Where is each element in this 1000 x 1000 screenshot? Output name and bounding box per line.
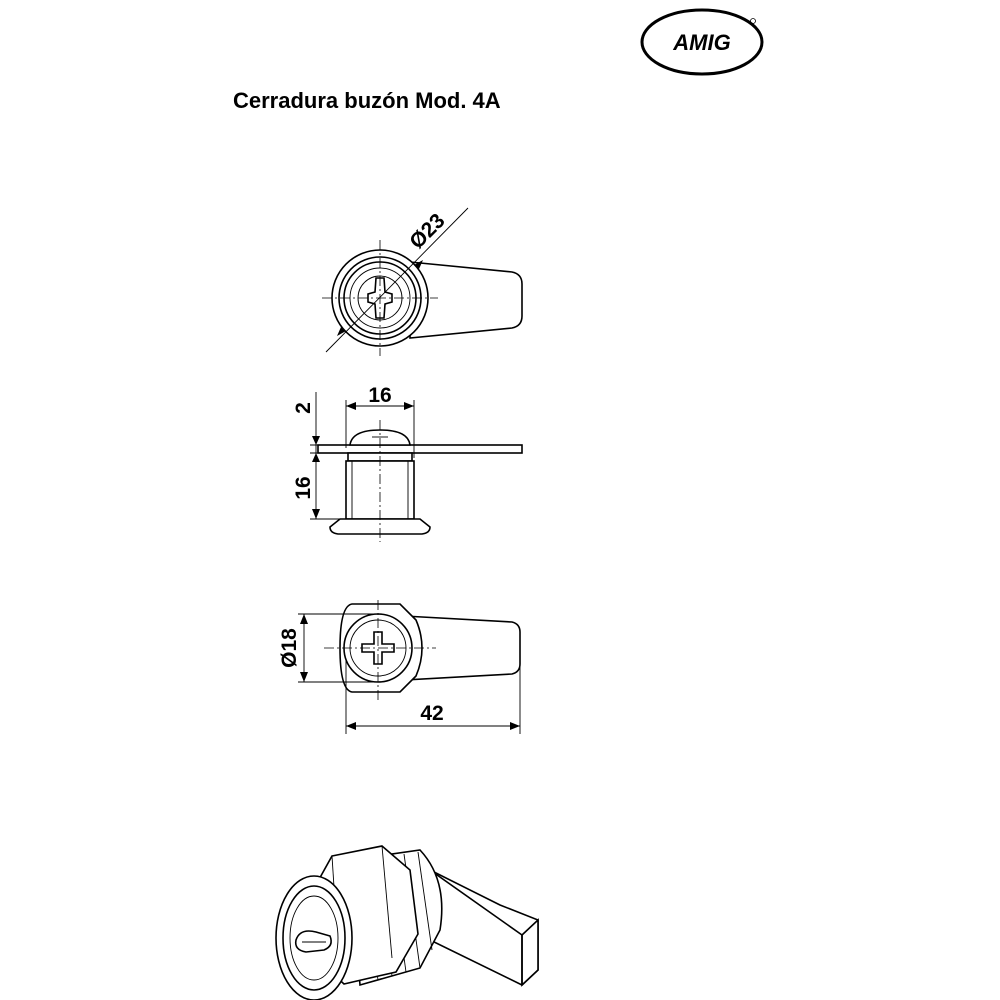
cross-screw — [361, 631, 395, 665]
isometric-view — [275, 845, 539, 1000]
iso-front-flange — [275, 875, 353, 1000]
side-view: 16 2 16 — [292, 384, 523, 542]
page-title: Cerradura buzón Mod. 4A — [233, 88, 501, 113]
front-flange — [329, 518, 431, 535]
iso-keyhole — [294, 930, 332, 953]
front-view: Ø23 — [322, 207, 523, 356]
back-view: Ø18 42 — [278, 600, 521, 734]
dimension-diameter-23: Ø23 — [405, 209, 449, 253]
lever-plate — [317, 444, 523, 454]
dimension-top-2: 2 — [292, 402, 315, 414]
dimension-width-16: 16 — [368, 384, 391, 407]
dimension-height-16: 16 — [292, 476, 315, 499]
brand-logo: AMIG — [640, 8, 764, 76]
dimension-diameter-18: Ø18 — [278, 628, 301, 668]
logo-text: AMIG — [672, 30, 730, 55]
dimension-length-42: 42 — [420, 702, 443, 725]
lever — [409, 261, 523, 339]
